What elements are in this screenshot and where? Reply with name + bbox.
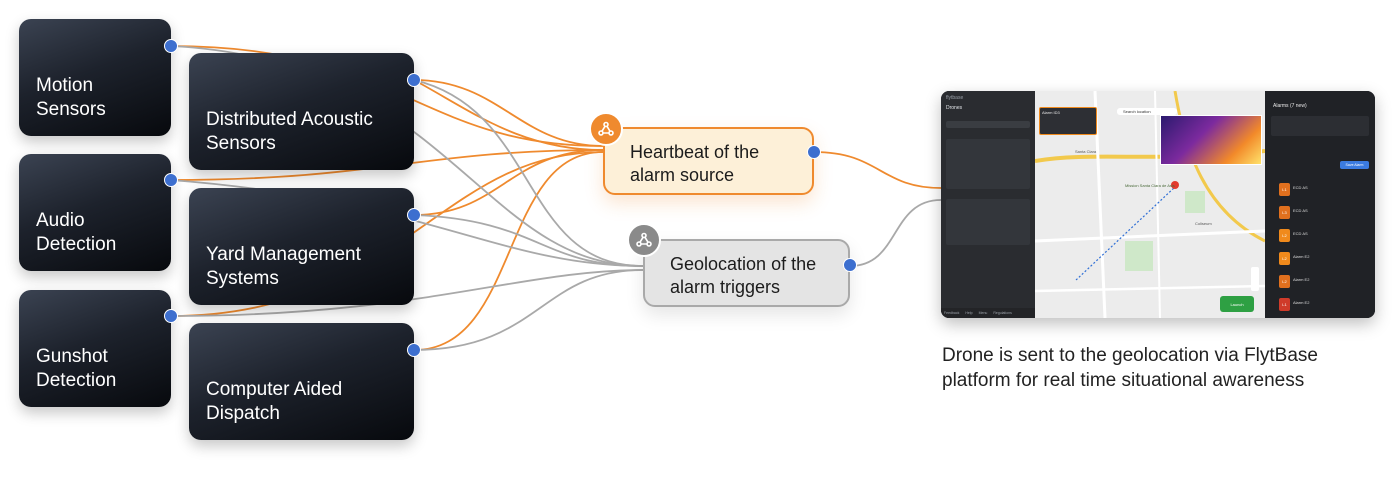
- alarm-item[interactable]: L1 ECD AS: [1271, 181, 1369, 201]
- alarm-level-badge: L3: [1279, 206, 1290, 219]
- drone-card-1[interactable]: [946, 139, 1030, 189]
- source-gunshot-line1: Gunshot: [36, 346, 108, 367]
- port-gunshot[interactable]: [164, 309, 178, 323]
- alarm-level-badge: L2: [1279, 275, 1290, 288]
- link-geo-screen: [849, 199, 942, 267]
- caption-line2: platform for real time situational aware…: [942, 370, 1305, 391]
- brand-label: flytbase: [946, 95, 964, 101]
- launch-button[interactable]: Launch: [1220, 296, 1254, 312]
- thermal-feed[interactable]: [1160, 115, 1262, 165]
- alarm-item[interactable]: L1 Alarm E2: [1271, 296, 1369, 316]
- alarm-popup[interactable]: Alarm ID3: [1039, 107, 1097, 135]
- alarm-item-name: ECD AS: [1293, 231, 1308, 236]
- screenshot-caption: Drone is sent to the geolocation via Fly…: [942, 343, 1392, 393]
- map-label-mission: Mission Santa Clara de Asis: [1125, 183, 1175, 188]
- node-geolocation: Geolocation of the alarm triggers: [643, 239, 850, 307]
- link-acoustic-heartbeat-2: [413, 79, 604, 151]
- source-audio-line1: Audio: [36, 210, 85, 231]
- map-label-santa-clara: Santa Clara: [1075, 149, 1097, 154]
- source-gunshot-line2: Detection: [36, 370, 117, 391]
- port-heartbeat-out[interactable]: [807, 145, 821, 159]
- drones-title: Drones: [946, 105, 963, 111]
- link-heartbeat-screen: [813, 151, 942, 189]
- flytbase-screenshot: flytbase Drones Feedback Help Menu Regul…: [941, 91, 1375, 318]
- tab-help[interactable]: Help: [965, 311, 973, 315]
- source-cad-line2: Dispatch: [206, 403, 280, 424]
- alarm-level-badge: L1: [1279, 298, 1290, 311]
- port-acoustic[interactable]: [407, 73, 421, 87]
- caption-line1: Drone is sent to the geolocation via Fly…: [942, 345, 1318, 366]
- drone-card-2[interactable]: [946, 199, 1030, 245]
- save-alarm-label: Save Alarm: [1345, 163, 1364, 167]
- alarm-level-badge: L2: [1279, 229, 1290, 242]
- alarm-detail-card[interactable]: [1271, 116, 1369, 136]
- tab-feedback[interactable]: Feedback: [944, 311, 960, 315]
- map-view[interactable]: Alarm ID3 Search location Mission Santa …: [1035, 91, 1265, 318]
- drones-panel: flytbase Drones Feedback Help Menu Regul…: [941, 91, 1035, 318]
- alarm-item[interactable]: L3 ECD AS: [1271, 204, 1369, 224]
- heartbeat-line1: Heartbeat of the: [630, 142, 760, 162]
- alarm-item-name: Alarm E2: [1293, 300, 1310, 305]
- source-audio-line2: Detection: [36, 234, 117, 255]
- alarm-item-name: Alarm E2: [1293, 254, 1310, 259]
- node-heartbeat: Heartbeat of the alarm source: [603, 127, 814, 195]
- port-audio[interactable]: [164, 173, 178, 187]
- link-acoustic-heartbeat: [413, 79, 604, 147]
- port-geolocation-out[interactable]: [843, 258, 857, 272]
- webhook-icon-orange: [589, 112, 623, 146]
- bottom-tabs: Feedback Help Menu Regulations: [941, 308, 1035, 318]
- map-label-coliseum: Coliseum: [1195, 221, 1212, 226]
- alarm-item-name: ECD AS: [1293, 208, 1308, 213]
- source-yard-line1: Yard Management: [206, 244, 361, 265]
- heartbeat-line2: alarm source: [630, 165, 735, 185]
- drone-search-input[interactable]: [946, 121, 1030, 128]
- tab-regulations[interactable]: Regulations: [993, 311, 1012, 315]
- link-cad-heartbeat: [413, 151, 604, 351]
- tab-menu[interactable]: Menu: [978, 311, 988, 315]
- alarm-item[interactable]: L2 ECD AS: [1271, 227, 1369, 247]
- alarm-level-badge: L2: [1279, 252, 1290, 265]
- port-yard[interactable]: [407, 208, 421, 222]
- link-acoustic-geo: [413, 79, 644, 267]
- source-motion-line1: Motion: [36, 75, 94, 96]
- geolocation-line1: Geolocation of the: [670, 254, 817, 274]
- alarm-popup-id: Alarm ID3: [1042, 110, 1060, 115]
- source-motion-line2: Sensors: [36, 99, 106, 120]
- alarm-item[interactable]: L2 Alarm E2: [1271, 273, 1369, 293]
- webhook-icon-gray: [627, 223, 661, 257]
- alarm-item[interactable]: L2 Alarm E2: [1271, 250, 1369, 270]
- map-search-input[interactable]: Search location: [1117, 108, 1177, 115]
- source-cad-line1: Computer Aided: [206, 379, 343, 400]
- map-search-label: Search location: [1123, 109, 1151, 114]
- alarm-item-name: Alarm E2: [1293, 277, 1310, 282]
- source-acoustic-line1: Distributed Acoustic: [206, 109, 373, 130]
- geolocation-line2: alarm triggers: [670, 277, 781, 297]
- zoom-controls[interactable]: [1251, 267, 1259, 291]
- link-cad-geo: [413, 269, 644, 351]
- alarm-item-name: ECD AS: [1293, 185, 1308, 190]
- source-yard-line2: Systems: [206, 268, 279, 289]
- save-alarm-button[interactable]: Save Alarm: [1340, 161, 1369, 169]
- alarm-level-badge: L1: [1279, 183, 1290, 196]
- alarms-title: Alarms (7 new): [1273, 103, 1307, 109]
- launch-label: Launch: [1230, 301, 1244, 307]
- port-cad[interactable]: [407, 343, 421, 357]
- alarms-panel: Alarms (7 new) Save Alarm L1 ECD AS L3 E…: [1265, 91, 1375, 318]
- source-acoustic-line2: Sensors: [206, 133, 276, 154]
- port-motion[interactable]: [164, 39, 178, 53]
- link-yard-geo: [413, 214, 644, 267]
- link-gunshot-geo: [170, 269, 644, 317]
